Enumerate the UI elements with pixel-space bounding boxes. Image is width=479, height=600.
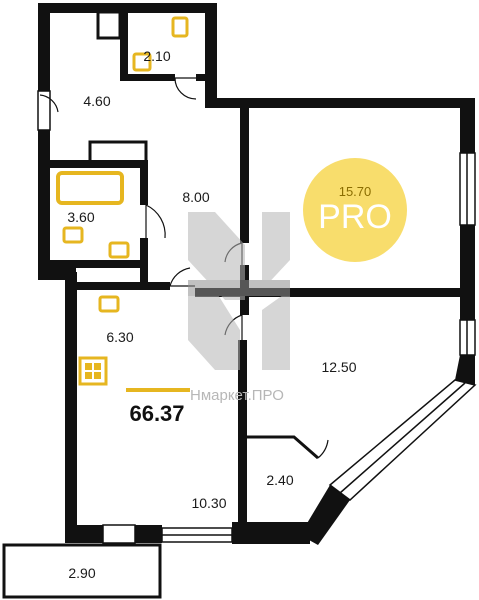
wall-hall-right xyxy=(240,108,249,243)
watermark-logo-left xyxy=(188,212,245,300)
wall-left-mid xyxy=(38,130,50,280)
windows xyxy=(37,90,477,544)
door-wardrobe xyxy=(293,436,329,459)
stove-icon xyxy=(78,356,108,386)
balcony-outline xyxy=(2,543,162,599)
sink-icon xyxy=(108,241,130,259)
wall-bottom-mid xyxy=(135,525,162,543)
wall-bath-bottom xyxy=(120,74,175,81)
wall-corner-bottom xyxy=(300,485,350,545)
wall-bathmain-bottom xyxy=(50,260,148,268)
wall-step xyxy=(38,268,76,280)
wall-top-right xyxy=(205,98,475,108)
wall-bedroom-bottom xyxy=(195,288,460,297)
sink-icon xyxy=(98,295,120,313)
wall-left-lower xyxy=(65,272,77,543)
room-area-bath-main: 3.60 xyxy=(67,209,94,225)
room-area-hall: 8.00 xyxy=(182,189,209,205)
room-area-balcony: 2.90 xyxy=(68,565,95,581)
room-area-living: 12.50 xyxy=(321,359,356,375)
pro-badge-label: PRO xyxy=(318,198,392,236)
room-area-corridor: 4.60 xyxy=(83,93,110,109)
door-bath-main xyxy=(145,204,166,239)
wall-top-left xyxy=(38,3,217,13)
watermark-logo-right-low xyxy=(262,290,290,370)
wall-bath-left xyxy=(120,10,128,78)
bathtub-icon xyxy=(56,171,124,205)
wall-kitchen-corner xyxy=(140,268,148,286)
total-area: 66.37 xyxy=(129,401,184,426)
toilet-icon xyxy=(171,16,189,38)
pro-badge-area: 15.70 xyxy=(339,184,372,199)
wall-bottom-right xyxy=(232,522,310,544)
wall-bathmain-top xyxy=(50,160,146,168)
watermark-logo-bar xyxy=(188,280,290,296)
watermark-logo-right xyxy=(262,212,290,290)
fixtures xyxy=(56,16,189,386)
wall-left-upper xyxy=(38,3,50,91)
shaft-mid xyxy=(88,140,148,164)
wall-bathmain-right-bot xyxy=(140,238,148,268)
wall-right-1 xyxy=(460,98,475,153)
wall-bathmain-right-top xyxy=(140,160,148,205)
pro-badge xyxy=(303,158,407,262)
walls xyxy=(38,3,475,545)
window-corridor xyxy=(37,90,51,131)
wall-wardrobe xyxy=(246,435,319,460)
watermark-text: Нмаркет.ПРО xyxy=(190,387,284,404)
wall-kitchen-top xyxy=(70,282,170,290)
wall-bath-bottom-right xyxy=(196,74,208,81)
toilet-icon xyxy=(62,226,84,244)
room-area-bath-small: 2.10 xyxy=(143,48,170,64)
sink-icon xyxy=(132,52,152,72)
wall-top-corridor-right xyxy=(205,3,217,98)
door-corridor xyxy=(39,94,59,113)
watermark-logo-left-low xyxy=(188,290,240,370)
room-area-kitchen-corner: 6.30 xyxy=(106,329,133,345)
shaft-top xyxy=(96,10,122,40)
door-bath-small xyxy=(174,77,197,100)
wall-living-left xyxy=(238,340,247,525)
wall-corner-top xyxy=(455,355,475,385)
room-area-wardrobe: 2.40 xyxy=(266,472,293,488)
wall-right-2 xyxy=(460,225,475,320)
watermark xyxy=(188,212,290,370)
door-balcony xyxy=(102,524,136,544)
total-area-underline xyxy=(126,388,190,392)
room-area-kitchen-room: 10.30 xyxy=(191,495,226,511)
